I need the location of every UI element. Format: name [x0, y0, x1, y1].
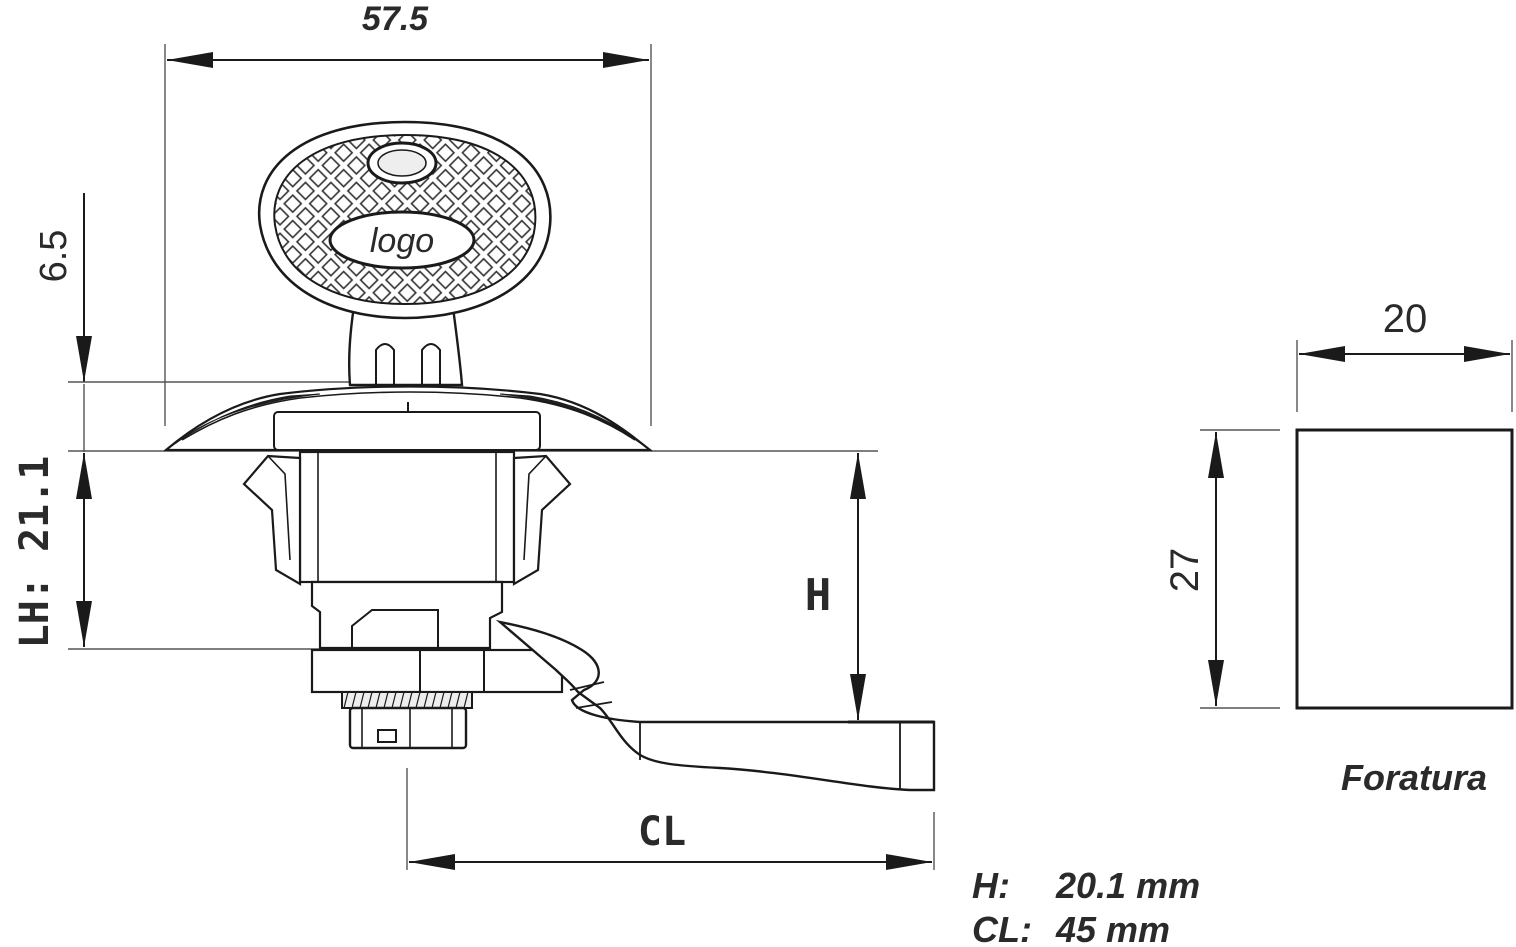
cutout-caption: Foratura [1341, 757, 1487, 798]
spec-cl-value: 45 mm [1055, 909, 1170, 947]
lock-cylinder-face [273, 411, 541, 451]
dim-cutout-width-label: 20 [1383, 297, 1428, 341]
spring-clip-right-inner [523, 455, 547, 561]
lock-lower-body [310, 580, 504, 650]
spec-list: H: 20.1 mm CL: 45 mm [972, 865, 1200, 947]
dim-h-label: H [805, 570, 832, 621]
lock-bezel-shade-right [499, 393, 651, 451]
spring-clip-left [242, 454, 302, 586]
cam-lever-step-1 [569, 681, 605, 691]
dim-cl-label: CL [638, 809, 686, 855]
spring-clip-right [512, 454, 572, 586]
cutout-drawing [1200, 340, 1514, 710]
key-illustration [257, 120, 552, 387]
key-logo-oval [328, 210, 476, 270]
cutout-rectangle [1295, 428, 1514, 710]
cam-lever [495, 619, 936, 792]
spec-h-label: H: [972, 865, 1010, 906]
cam-lever-step-2 [575, 701, 613, 709]
screw-end [348, 706, 468, 750]
lock-body [162, 385, 936, 792]
key-hole-inner [377, 149, 427, 177]
cam-nut-block [310, 648, 564, 694]
dim-width-label: 57.5 [362, 0, 429, 38]
thread-hatch [343, 691, 469, 709]
spring-clip-left-inner [267, 455, 291, 561]
dim-lh-label: LH: 21.1 [12, 456, 58, 649]
spec-h-value: 20.1 mm [1055, 865, 1200, 906]
key-stem [348, 298, 464, 387]
width-dimension [164, 44, 652, 426]
key-stem-groove-right [421, 343, 441, 385]
spec-cl-label: CL: [972, 909, 1032, 947]
lock-lower-notch [351, 609, 439, 648]
key-logo-text: logo [370, 222, 434, 260]
lock-bezel-inner-line [181, 391, 636, 441]
lock-housing [298, 450, 516, 584]
dim-key-label: 6.5 [33, 230, 75, 283]
lock-bezel-shade [165, 393, 321, 451]
screw-slot [377, 729, 397, 743]
cl-dimension [406, 768, 935, 870]
key-stem-groove-left [375, 343, 395, 385]
dim-cutout-height-label: 27 [1163, 548, 1207, 593]
